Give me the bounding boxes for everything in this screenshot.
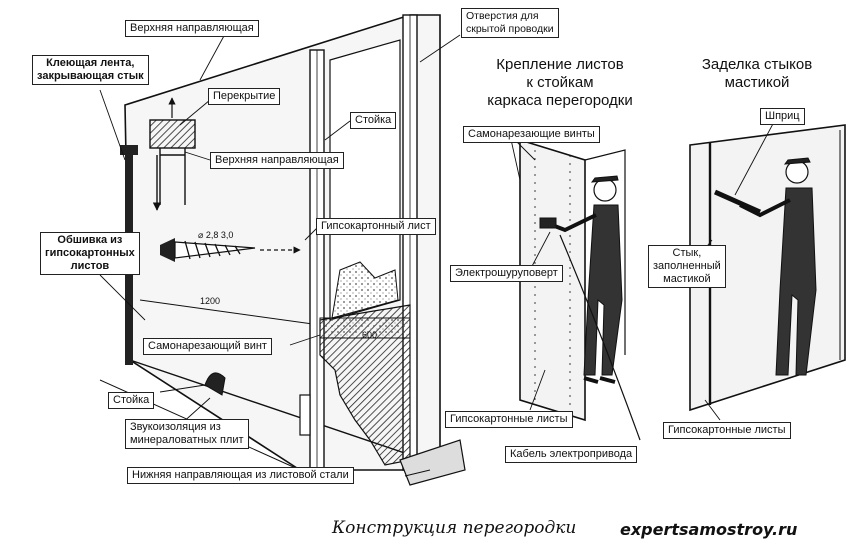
partition-construction <box>99 14 466 486</box>
heading-sealing: Заделка стыков мастикой <box>701 56 813 91</box>
heading-fixing: Крепление листов к стойкам каркаса перег… <box>487 56 633 109</box>
label-power-cable: Кабель электропривода <box>505 446 638 463</box>
label-floor-slab: Перекрытие <box>208 88 281 105</box>
figure-caption: Конструкция перегородки <box>332 518 577 538</box>
worker-figure-2 <box>713 157 817 376</box>
label-screwdriver: Электрошуруповерт <box>450 265 563 282</box>
label-stud-bottom: Стойка <box>108 392 155 409</box>
label-joint-filled: Стык, заполненный мастикой <box>648 245 726 288</box>
label-drywall-sheets-1: Гипсокартонные листы <box>445 411 573 428</box>
label-adhesive-tape: Клеющая лента, закрывающая стык <box>32 55 149 85</box>
label-self-tapping-screw: Самонарезающий винт <box>143 338 272 355</box>
label-dim-1200: 1200 <box>200 296 221 306</box>
label-sound-insulation: Звукоизоляция из минераловатных плит <box>125 419 249 449</box>
screw-icon <box>160 238 301 262</box>
label-stud-top: Стойка <box>350 112 397 129</box>
label-top-guide-1: Верхняя направляющая <box>125 20 259 37</box>
label-drywall-sheets-2: Гипсокартонные листы <box>663 422 791 439</box>
label-sheathing: Обшивка из гипсокартонных листов <box>40 232 140 275</box>
label-screws: Самонарезающие винты <box>463 126 600 143</box>
worker-figure <box>539 175 623 384</box>
label-wiring-holes: Отверстия для скрытой проводки <box>461 8 559 38</box>
label-syringe: Шприц <box>760 108 805 125</box>
site-watermark: expertsamostroy.ru <box>620 520 798 539</box>
label-top-guide-2: Верхняя направляющая <box>210 152 344 169</box>
label-bottom-guide: Нижняя направляющая из листовой стали <box>127 467 354 484</box>
label-drywall-sheet: Гипсокартонный лист <box>316 218 436 235</box>
fixing-illustration <box>509 134 641 441</box>
label-dim-600: 600 <box>362 330 378 340</box>
label-screw-dims: ⌀ 2,8 3,0 <box>198 230 234 240</box>
